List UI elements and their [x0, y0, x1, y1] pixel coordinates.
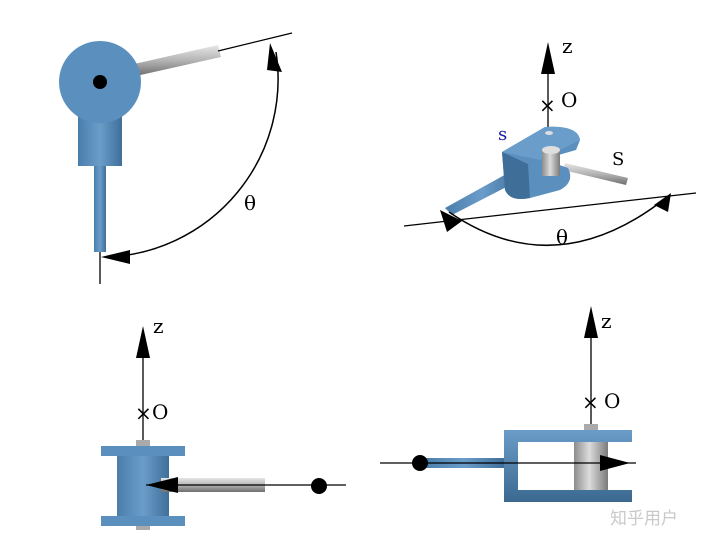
arc-arrow-bottom: [101, 250, 130, 264]
z-axis-label: z: [153, 314, 164, 338]
panel-top-right: z × O s S θ: [403, 34, 697, 249]
S-large-label: S: [612, 149, 624, 170]
z-axis-label: z: [601, 309, 612, 333]
panel-bottom-right: z × O: [380, 306, 636, 502]
lower-rod: [94, 164, 106, 252]
rod-arrowhead: [600, 455, 630, 471]
watermark: 知乎用户: [610, 509, 678, 529]
origin-label: O: [152, 400, 168, 424]
z-arrowhead: [584, 306, 598, 338]
origin-cross: ×: [582, 390, 599, 414]
clevis-side: [502, 152, 530, 199]
top-pin: [136, 440, 150, 446]
clevis-top: [502, 126, 580, 160]
arc-arrow-right: [654, 193, 671, 212]
origin-cross: ×: [539, 93, 556, 117]
theta-label: θ: [556, 225, 568, 249]
arc-arrow-left: [440, 210, 462, 232]
z-axis-label: z: [562, 34, 573, 58]
angle-arc: [448, 197, 667, 246]
end-dot: [311, 478, 327, 494]
center-pin-top: [542, 146, 560, 154]
theta-label: θ: [244, 191, 256, 215]
top-pin: [545, 131, 553, 135]
origin-cross: ×: [135, 401, 152, 425]
clevis-frame: [504, 430, 632, 502]
origin-label: O: [561, 88, 577, 112]
rod-s: [445, 172, 520, 215]
angle-arc: [106, 51, 279, 258]
pivot-dot: [93, 75, 107, 89]
top-flange: [101, 446, 185, 456]
bottom-pin: [136, 526, 150, 530]
rod-S: [563, 163, 628, 185]
top-pin: [584, 424, 598, 430]
end-dot: [412, 455, 428, 471]
z-arrowhead: [541, 42, 555, 74]
center-pin: [542, 150, 560, 176]
z-arrowhead: [136, 326, 150, 358]
upper-ref-line: [217, 32, 293, 52]
rod-arrowhead: [146, 477, 178, 493]
bottom-flange: [101, 516, 185, 526]
upper-rod: [134, 45, 221, 76]
panel-top-left: θ: [59, 32, 293, 284]
s-small-label: s: [498, 124, 507, 145]
panel-bottom-left: z × O: [101, 314, 346, 530]
origin-label: O: [604, 389, 620, 413]
arc-arrow-top: [267, 43, 282, 72]
